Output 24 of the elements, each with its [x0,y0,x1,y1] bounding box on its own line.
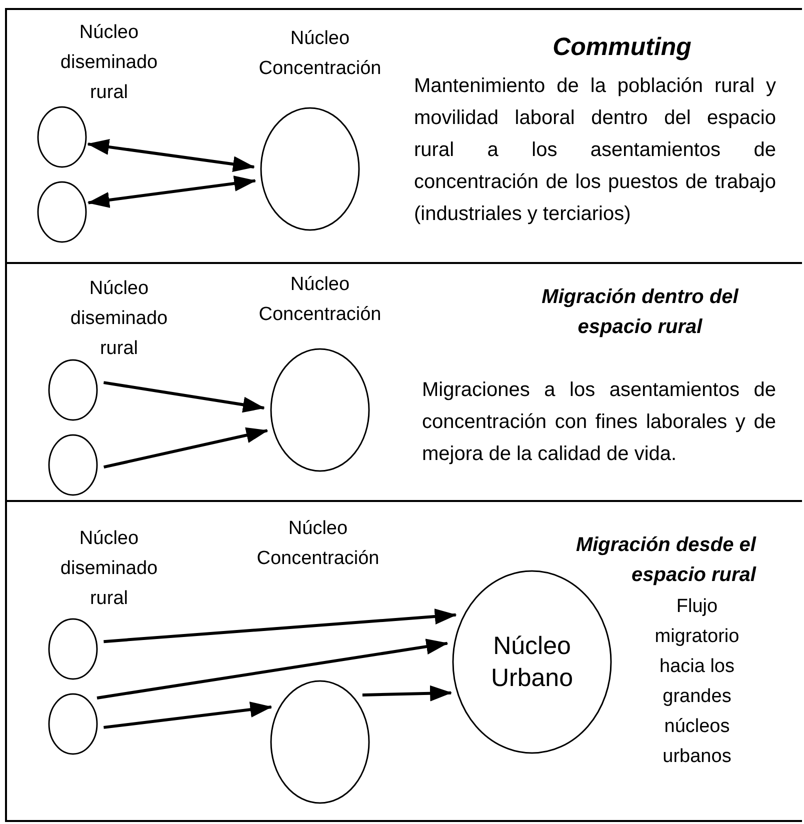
node-label: Núcleo Urbano [490,631,574,694]
arrow [104,702,272,729]
panel-band [5,500,802,822]
arrow [103,381,265,413]
description-text: Mantenimiento de la población rural y movilidad laboral dentro del espacio rural a los asentamientos de concentración de los puestos de trabajo (industriales y terciarios) [414,74,776,227]
arrow [104,608,457,644]
panel-band [5,262,802,500]
panel-title: Migración dentro del espacio rural [540,285,740,340]
node-caption: Núcleo diseminado rural [59,21,159,105]
arrow [87,139,255,172]
node-caption: Núcleo Concentración [258,27,382,81]
column-heading: Núcleo Concentración [256,517,380,571]
panel-band [5,8,802,262]
description-text: Migraciones a los asentamientos de concentración con fines laborales y de mejora de la calidad de vida. [422,378,776,467]
node-caption: Núcleo diseminado rural [69,277,169,361]
arrow [96,638,448,700]
arrow [362,685,452,702]
arrow [104,427,268,469]
description-text: Flujo migratorio hacia los grandes núcleos urbanos [654,595,740,769]
node-caption: Núcleo Concentración [258,273,382,327]
node-caption: Núcleo diseminado rural [59,527,159,611]
arrow [87,176,256,208]
panel-title: Commuting [552,32,692,63]
panel-title: Migración desde el espacio rural [574,533,756,588]
